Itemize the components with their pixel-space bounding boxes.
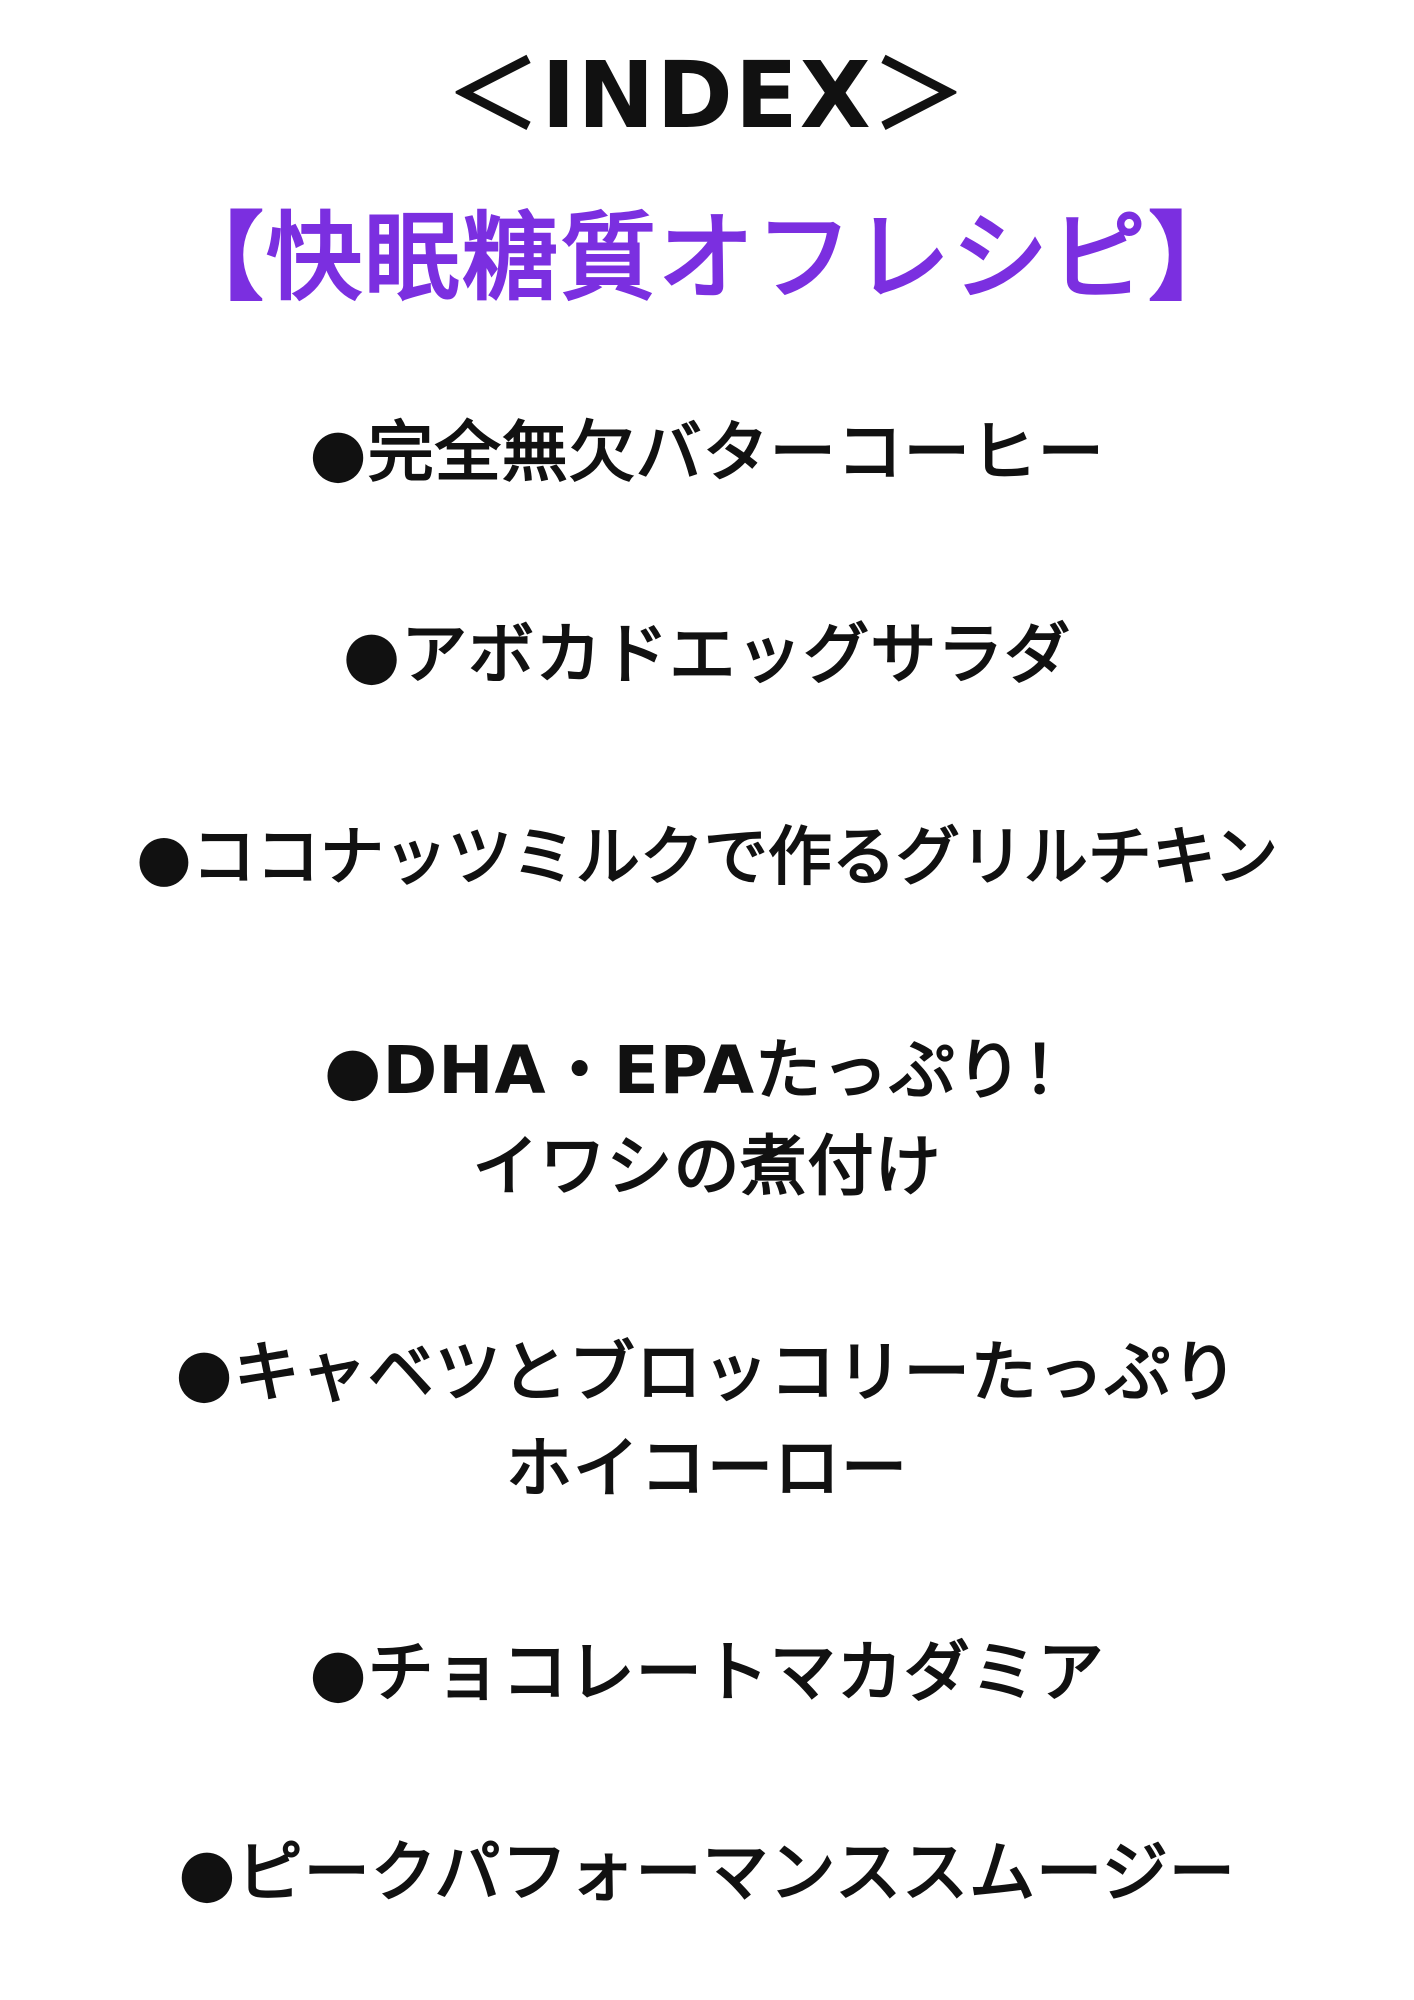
recipe-item-chocolate-macadamia: ●チョコレートマカダミア xyxy=(309,1634,1105,1711)
recipe-item-peak-performance-smoothie: ●ピークパフォーマンススムージー xyxy=(178,1834,1236,1911)
recipe-item-sardine-line-1: ●DHA・EPAたっぷり！ xyxy=(323,1032,1091,1109)
recipe-item-hoikoro-line-2: ホイコーロー xyxy=(506,1430,908,1507)
recipe-collection-title: 【快眠糖質オフレシピ】 xyxy=(168,202,1246,314)
recipe-item-butter-coffee: ●完全無欠バターコーヒー xyxy=(309,414,1105,491)
recipe-item-avocado-egg-salad: ●アボカドエッグサラダ xyxy=(342,616,1072,693)
recipe-item-hoikoro-line-1: ●キャベツとブロッコリーたっぷり xyxy=(175,1334,1239,1411)
recipe-item-sardine-line-2: イワシの煮付け xyxy=(472,1128,942,1205)
recipe-item-coconut-grilled-chicken: ●ココナッツミルクで作るグリルチキン xyxy=(136,821,1278,895)
index-title: ＜INDEX＞ xyxy=(447,42,967,149)
